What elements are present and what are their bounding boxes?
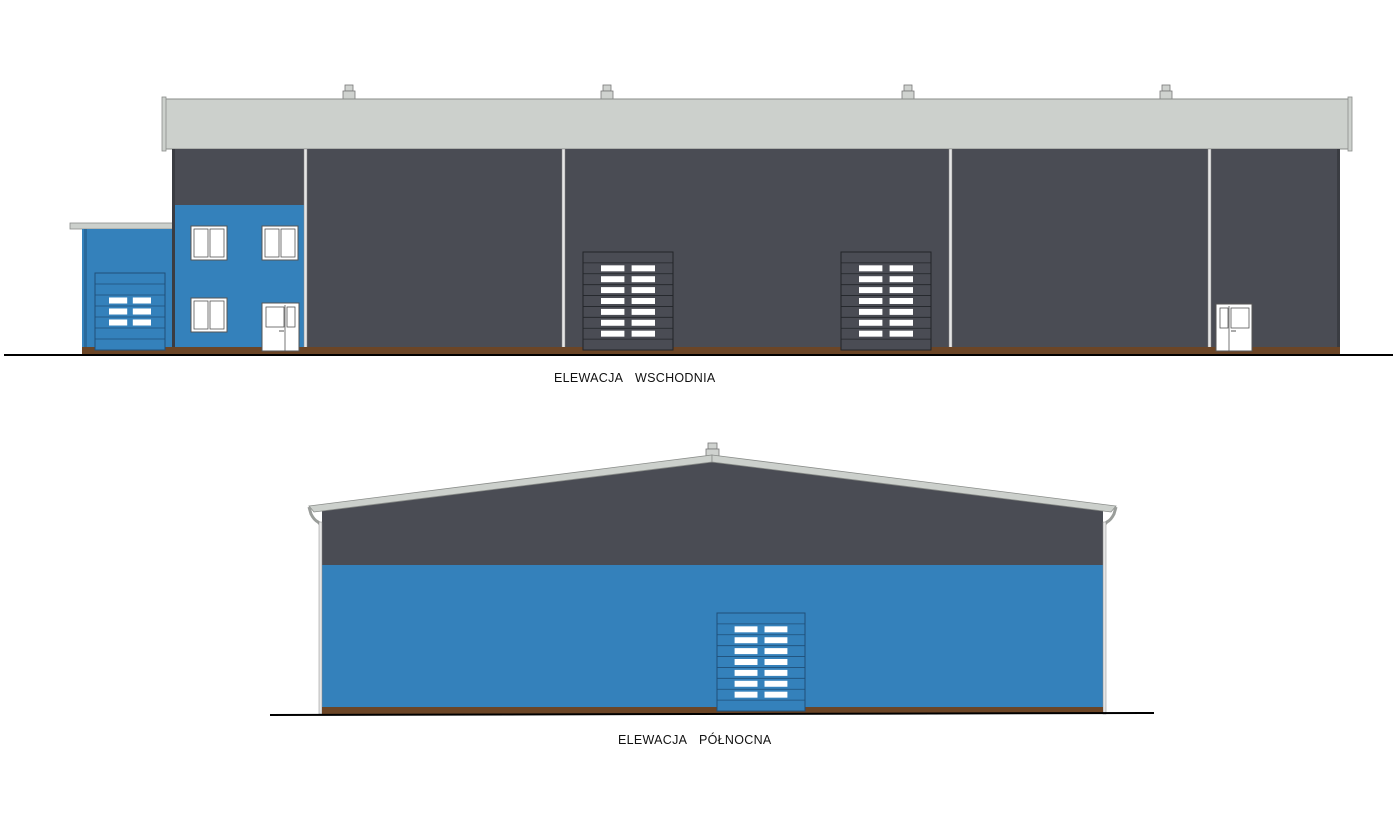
gate-window — [109, 308, 128, 315]
gable-wall-blue — [322, 565, 1103, 707]
gate-window — [764, 648, 788, 655]
gate-window — [764, 669, 788, 676]
downpipe-right — [1102, 506, 1118, 715]
pilaster — [303, 148, 308, 355]
gate-window — [889, 276, 913, 283]
gate-window — [601, 287, 625, 294]
roof-fascia-end — [1347, 96, 1353, 152]
roof-ventilator — [1159, 84, 1173, 100]
gate-window — [859, 308, 883, 315]
roof-ventilators — [342, 84, 1173, 100]
gate-window — [764, 626, 788, 633]
gate-window — [734, 626, 758, 633]
gate-window — [631, 298, 655, 304]
plinth — [322, 707, 1103, 714]
gate-window — [109, 297, 128, 304]
gate-window — [734, 637, 758, 644]
gate-window — [889, 330, 913, 337]
sectional-gate — [94, 272, 166, 351]
roof-fascia-end — [161, 96, 167, 152]
gate-window — [889, 265, 913, 272]
gate-window — [601, 308, 625, 315]
sectional-gates — [716, 612, 806, 712]
north-elevation: ELEWACJA PÓŁNOCNA — [269, 442, 1155, 747]
gate-window — [601, 265, 625, 272]
personnel-door — [1215, 303, 1253, 352]
sectional-gate — [840, 251, 932, 351]
gable-wall-dark — [322, 461, 1103, 565]
roof-fascia — [164, 98, 1350, 150]
personnel-door — [261, 302, 300, 352]
gate-window — [631, 265, 655, 272]
gate-window — [734, 659, 758, 665]
sectional-gate — [582, 251, 674, 351]
gate-window — [859, 298, 883, 304]
pilaster — [172, 149, 175, 354]
plinth — [82, 347, 1340, 355]
gate-window — [859, 319, 883, 326]
window — [190, 225, 228, 261]
pilaster — [948, 148, 953, 355]
east-elevation-title-word2: WSCHODNIA — [635, 371, 716, 385]
gate-window — [764, 680, 788, 687]
window — [190, 297, 228, 333]
roof-ventilator — [342, 84, 356, 100]
gate-window — [601, 298, 625, 304]
gate-window — [764, 691, 788, 698]
gate-window — [764, 659, 788, 665]
office-windows — [190, 225, 299, 333]
gate-window — [859, 276, 883, 283]
roof-ventilator — [600, 84, 614, 100]
roof-ventilator — [901, 84, 915, 100]
pilaster — [84, 229, 87, 354]
gate-window — [601, 319, 625, 326]
ground-line — [269, 712, 1155, 716]
east-elevation-title-word1: ELEWACJA — [554, 371, 624, 385]
gate-window — [889, 308, 913, 315]
sectional-gates — [94, 251, 932, 351]
gate-window — [889, 287, 913, 294]
sectional-gate — [716, 612, 806, 712]
gate-window — [601, 330, 625, 337]
pilaster — [1207, 148, 1212, 355]
annex-roof — [69, 222, 175, 230]
roof-edge-right — [711, 454, 1117, 513]
gate-window — [889, 319, 913, 326]
east-elevation: ELEWACJA WSCHODNIA — [4, 84, 1393, 385]
gate-window — [859, 265, 883, 272]
gate-window — [631, 330, 655, 337]
pilaster — [1337, 149, 1340, 347]
window — [261, 225, 299, 261]
gate-window — [734, 680, 758, 687]
hall-wall-dark — [174, 149, 1340, 347]
gate-window — [631, 276, 655, 283]
gate-window — [734, 669, 758, 676]
gate-window — [109, 319, 128, 326]
gate-window — [734, 648, 758, 655]
north-elevation-title-word1: ELEWACJA — [618, 733, 688, 747]
gate-window — [132, 297, 151, 304]
gate-window — [889, 298, 913, 304]
gate-window — [132, 319, 151, 326]
north-elevation-title-word2: PÓŁNOCNA — [699, 732, 772, 747]
gate-window — [631, 308, 655, 315]
downpipe-left — [307, 506, 323, 715]
gate-window — [601, 276, 625, 283]
gate-window — [734, 691, 758, 698]
gate-window — [859, 287, 883, 294]
gate-window — [631, 319, 655, 326]
pilaster — [561, 148, 566, 355]
gate-window — [631, 287, 655, 294]
gate-window — [132, 308, 151, 315]
gate-window — [764, 637, 788, 644]
gate-window — [859, 330, 883, 337]
